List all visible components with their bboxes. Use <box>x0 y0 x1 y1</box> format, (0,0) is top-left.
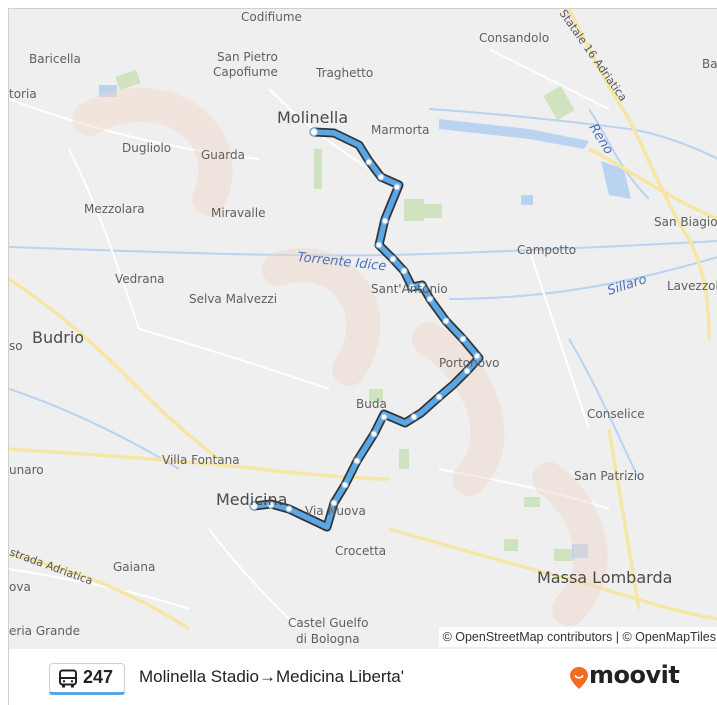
place-label: Buda <box>356 397 387 411</box>
stop-marker <box>309 127 319 137</box>
place-label: Guarda <box>201 148 245 162</box>
place-label: Conselice <box>587 407 645 421</box>
map-attribution[interactable]: © OpenStreetMap contributors | © OpenMap… <box>438 627 717 647</box>
place-label: San Pietro <box>217 50 278 64</box>
stop-marker <box>341 481 349 489</box>
stop-marker <box>267 501 275 509</box>
stop-marker <box>459 335 467 343</box>
place-label: unaro <box>9 463 44 477</box>
road-label: Statale 16 Adriatica <box>557 9 630 104</box>
place-label: eria Grande <box>9 624 80 638</box>
stop-marker <box>410 413 418 421</box>
place-label: Portonovo <box>439 356 500 370</box>
stop-marker <box>375 241 383 249</box>
place-labels: Codifiume Consandolo Baricella San Pietr… <box>9 10 717 646</box>
stop-marker <box>249 501 259 511</box>
stop-marker <box>418 282 426 290</box>
map-widget: Codifiume Consandolo Baricella San Pietr… <box>8 8 717 705</box>
stop-marker <box>330 499 338 507</box>
route-badge[interactable]: 247 <box>49 663 125 695</box>
main-roads <box>9 9 717 631</box>
stop-marker <box>400 267 408 275</box>
minor-roads <box>9 48 610 630</box>
place-label: toria <box>9 87 37 101</box>
place-label: Traghetto <box>315 66 373 80</box>
place-label: Villa Fontana <box>162 453 240 467</box>
stop-marker <box>370 430 378 438</box>
stop-marker <box>381 217 389 225</box>
place-label: Marmorta <box>371 123 429 137</box>
place-label: ova <box>9 580 31 594</box>
stop-marker <box>442 317 450 325</box>
place-label: Vedrana <box>115 272 165 286</box>
place-label: Gaiana <box>113 560 155 574</box>
place-label: so <box>9 339 23 353</box>
place-label: San Patrizio <box>574 469 644 483</box>
route-name: Molinella Stadio→Medicina Liberta' <box>139 667 404 686</box>
map-svg: Codifiume Consandolo Baricella San Pietr… <box>9 9 717 646</box>
stop-marker <box>463 367 471 375</box>
place-label: Via Nuova <box>305 504 366 518</box>
route-color-bar <box>49 692 125 695</box>
place-label: Mezzolara <box>84 202 145 216</box>
stop-marker <box>285 505 293 513</box>
map-canvas[interactable]: Codifiume Consandolo Baricella San Pietr… <box>9 9 717 649</box>
place-label: Molinella <box>277 108 348 127</box>
stop-marker <box>380 413 388 421</box>
river-label: Sillaro <box>606 272 649 299</box>
park-areas <box>115 69 575 561</box>
place-label: Capofiume <box>213 65 278 79</box>
place-label: Campotto <box>517 243 576 257</box>
stop-marker <box>426 295 434 303</box>
stop-marker <box>377 173 385 181</box>
place-label: Medicina <box>216 490 287 509</box>
stop-marker <box>435 393 443 401</box>
place-label: Miravalle <box>211 206 265 220</box>
place-label: Consandolo <box>479 31 549 45</box>
stop-marker <box>473 352 481 360</box>
place-label: Selva Malvezzi <box>189 292 277 306</box>
place-label: di Bologna <box>296 632 360 646</box>
place-label: Sant'Antonio <box>371 282 448 296</box>
stop-marker <box>353 457 361 465</box>
place-label: Lavezzola <box>667 279 717 293</box>
water-areas <box>99 85 631 558</box>
stop-marker <box>389 255 397 263</box>
watermark <box>72 87 608 626</box>
place-label: Ba <box>702 57 717 71</box>
stop-marker <box>365 158 373 166</box>
route-stops <box>249 127 481 513</box>
route-footer: 247 Molinella Stadio→Medicina Liberta' m… <box>9 649 717 705</box>
place-label: Castel Guelfo <box>288 616 368 630</box>
place-label: Budrio <box>32 328 84 347</box>
route-number: 247 <box>83 667 114 687</box>
place-label: Dugliolo <box>122 141 171 155</box>
place-label: Massa Lombarda <box>537 568 672 587</box>
moovit-wordmark: moovit <box>589 661 680 689</box>
place-label: Codifiume <box>241 10 302 24</box>
place-label: Baricella <box>29 52 81 66</box>
bus-icon <box>59 669 77 688</box>
place-label: San Biagio <box>654 215 717 229</box>
place-label: Crocetta <box>335 544 386 558</box>
stop-marker <box>393 183 401 191</box>
stop-marker <box>408 283 416 291</box>
moovit-pin-icon <box>570 667 588 689</box>
